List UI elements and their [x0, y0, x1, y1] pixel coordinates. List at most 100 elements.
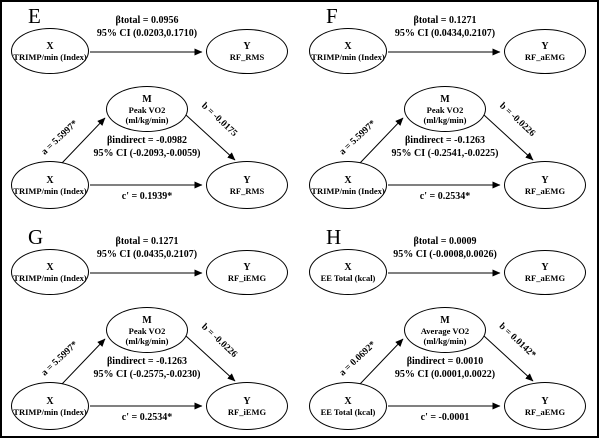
node-subtitle: Peak VO2	[426, 104, 464, 115]
path-arrows	[359, 269, 534, 410]
total-effect-stats: βtotal = 0.1271 95% CI (0.0435,0.2107)	[62, 236, 232, 261]
node-x-total: X EE Total (kcal)	[309, 249, 387, 295]
beta-total-ci: 95% CI (0.0434,0.2107)	[394, 27, 496, 39]
node-subtitle: TRIMP/min (Index)	[311, 185, 385, 196]
beta-total-value: βtotal = 0.0009	[413, 236, 477, 247]
node-x-total: X TRIMP/min (Index)	[11, 249, 89, 295]
path-arrows	[61, 269, 236, 410]
node-x-total: X TRIMP/min (Index)	[309, 28, 387, 74]
beta-indirect-value: βindirect = -0.0982	[107, 135, 187, 146]
indirect-effect-stats: βindirect = 0.0010 95% CI (0.0001,0.0022…	[360, 356, 530, 381]
panel-letter: G	[28, 225, 44, 249]
node-title: X	[344, 40, 352, 52]
node-x-mediation: X TRIMP/min (Index)	[11, 161, 89, 209]
c-prime-path-label: c' = -0.0001	[420, 412, 470, 423]
total-effect-stats: βtotal = 0.1271 95% CI (0.0434,0.2107)	[360, 15, 530, 40]
beta-indirect-ci: 95% CI (-0.2541,-0.0225)	[391, 147, 499, 159]
panel-letter: E	[28, 4, 41, 28]
node-title: M	[142, 314, 152, 326]
beta-total-value: βtotal = 0.0956	[115, 15, 179, 26]
node-y-mediation: Y RF_RMS	[206, 161, 288, 209]
node-subtitle: Peak VO2	[128, 104, 166, 115]
node-title: Y	[541, 262, 549, 273]
beta-indirect-ci: 95% CI (0.0001,0.0022)	[394, 368, 496, 380]
node-mediator: M Average VO2 (ml/kg/min)	[404, 307, 486, 353]
node-y-total: Y RF_iEMG	[206, 250, 288, 295]
node-x-mediation: X TRIMP/min (Index)	[309, 161, 387, 209]
node-subtitle: RF_aEMG	[524, 273, 566, 283]
c-prime-path-label: c' = 0.2534*	[419, 191, 471, 202]
node-title: X	[46, 40, 54, 52]
node-x-mediation: X TRIMP/min (Index)	[11, 382, 89, 430]
beta-total-value: βtotal = 0.1271	[413, 15, 477, 26]
node-title: X	[46, 261, 54, 273]
node-title: X	[344, 261, 352, 273]
total-effect-stats: βtotal = 0.0956 95% CI (0.0203,0.1710)	[62, 15, 232, 40]
node-title: M	[440, 314, 450, 326]
node-subtitle: RF_RMS	[229, 52, 265, 62]
indirect-effect-stats: βindirect = -0.1263 95% CI (-0.2541,-0.0…	[360, 135, 530, 160]
a-path-arrow	[61, 117, 106, 164]
node-subtitle: TRIMP/min (Index)	[13, 272, 87, 283]
node-y-total: Y RF_aEMG	[504, 29, 586, 74]
node-y-mediation: Y RF_aEMG	[504, 382, 586, 430]
total-effect-stats: βtotal = 0.0009 95% CI (-0.0008,0.0026)	[360, 236, 530, 261]
node-y-total: Y RF_aEMG	[504, 250, 586, 295]
beta-indirect-value: βindirect = -0.1263	[405, 135, 485, 146]
b-path-arrow	[185, 335, 236, 382]
beta-indirect-ci: 95% CI (-0.2093,-0.0059)	[93, 147, 201, 159]
node-subtitle: RF_RMS	[229, 185, 265, 196]
path-arrows	[359, 48, 534, 189]
node-title: Y	[541, 174, 549, 186]
node-x-total: X TRIMP/min (Index)	[11, 28, 89, 74]
node-title: Y	[541, 41, 549, 52]
node-subtitle: RF_aEMG	[524, 406, 566, 417]
panel-e: E βtotal = 0.0956 95% CI (0.0203,0.1710)…	[2, 2, 300, 220]
beta-indirect-value: βindirect = 0.0010	[406, 356, 484, 367]
node-title: Y	[541, 395, 549, 407]
node-x-mediation: X EE Total (kcal)	[309, 382, 387, 430]
c-prime-path-label: c' = 0.2534*	[121, 412, 173, 423]
node-y-mediation: Y RF_aEMG	[504, 161, 586, 209]
node-title: M	[142, 93, 152, 105]
node-title: X	[344, 395, 352, 407]
a-path-arrow	[359, 117, 404, 164]
node-title: Y	[243, 395, 251, 407]
node-mediator: M Peak VO2 (ml/kg/min)	[106, 307, 188, 353]
node-title: M	[440, 93, 450, 105]
node-subtitle: TRIMP/min (Index)	[311, 51, 385, 62]
b-path-arrow	[483, 114, 534, 161]
node-y-mediation: Y RF_iEMG	[206, 382, 288, 430]
path-arrows	[61, 48, 236, 189]
panel-g: G βtotal = 0.1271 95% CI (0.0435,0.2107)…	[2, 223, 300, 436]
indirect-effect-stats: βindirect = -0.1263 95% CI (-0.2575,-0.0…	[62, 356, 232, 381]
a-path-arrow	[61, 338, 106, 385]
node-title: X	[46, 395, 54, 407]
node-subtitle: RF_iEMG	[227, 273, 267, 283]
beta-indirect-value: βindirect = -0.1263	[107, 356, 187, 367]
beta-indirect-ci: 95% CI (-0.2575,-0.0230)	[93, 368, 201, 380]
indirect-effect-stats: βindirect = -0.0982 95% CI (-0.2093,-0.0…	[62, 135, 232, 160]
beta-total-ci: 95% CI (-0.0008,0.0026)	[393, 248, 497, 260]
b-path-arrow	[185, 114, 236, 161]
b-path-arrow	[483, 335, 534, 382]
beta-total-value: βtotal = 0.1271	[115, 236, 179, 247]
node-subtitle: EE Total (kcal)	[320, 406, 376, 417]
node-mediator: M Peak VO2 (ml/kg/min)	[404, 86, 486, 132]
panel-letter: H	[326, 225, 342, 249]
beta-total-ci: 95% CI (0.0203,0.1710)	[96, 27, 198, 39]
node-y-total: Y RF_RMS	[206, 29, 288, 74]
node-subtitle: EE Total (kcal)	[320, 272, 376, 283]
node-subtitle: RF_aEMG	[524, 52, 566, 62]
c-prime-path-label: c' = 0.1939*	[121, 191, 173, 202]
panel-letter: F	[326, 4, 338, 28]
node-subtitle: RF_aEMG	[524, 185, 566, 196]
node-subtitle: TRIMP/min (Index)	[13, 406, 87, 417]
node-subtitle: RF_iEMG	[227, 406, 267, 417]
panel-h: H βtotal = 0.0009 95% CI (-0.0008,0.0026…	[300, 223, 597, 436]
node-unit: (ml/kg/min)	[423, 335, 467, 346]
panel-f: F βtotal = 0.1271 95% CI (0.0434,0.2107)…	[300, 2, 597, 220]
node-title: X	[344, 174, 352, 186]
node-subtitle: TRIMP/min (Index)	[13, 51, 87, 62]
